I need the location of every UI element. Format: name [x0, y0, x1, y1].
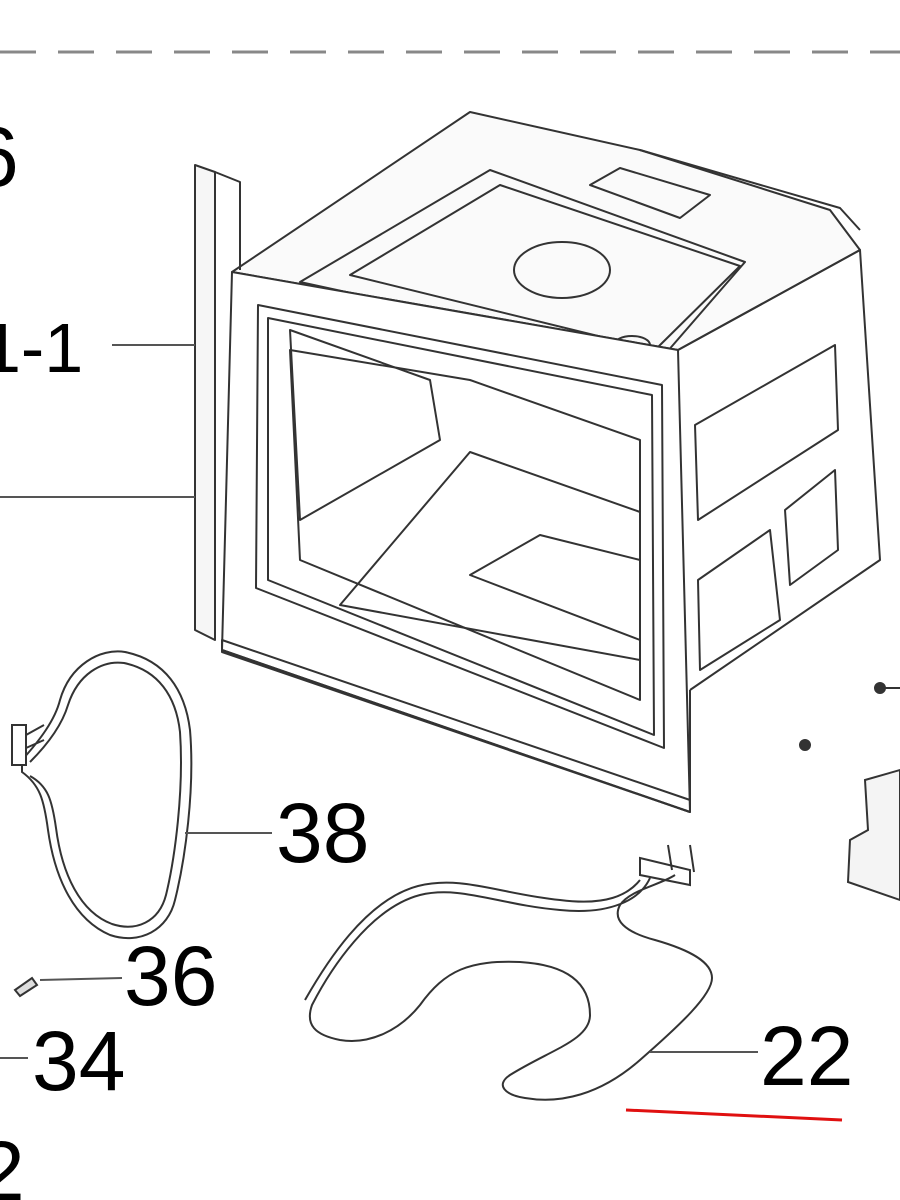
callout-38: 38 — [276, 786, 369, 880]
bake-element — [304, 844, 714, 1101]
side-bracket — [799, 682, 900, 902]
callout-2-partial: 2 — [0, 1124, 25, 1200]
pin-part — [13, 976, 39, 998]
callout-34: 34 — [32, 1014, 125, 1108]
fan-opening — [513, 241, 611, 299]
highlight-underline — [625, 1108, 843, 1122]
leader-lines — [0, 344, 758, 1059]
oven-cavity — [194, 111, 881, 813]
grill-element — [11, 650, 193, 940]
callout-22: 22 — [760, 1009, 853, 1103]
callout-36: 36 — [124, 929, 217, 1023]
callout-6: 6 — [0, 110, 19, 204]
callout-1-1: 1-1 — [0, 309, 83, 387]
leader-36 — [39, 977, 123, 981]
